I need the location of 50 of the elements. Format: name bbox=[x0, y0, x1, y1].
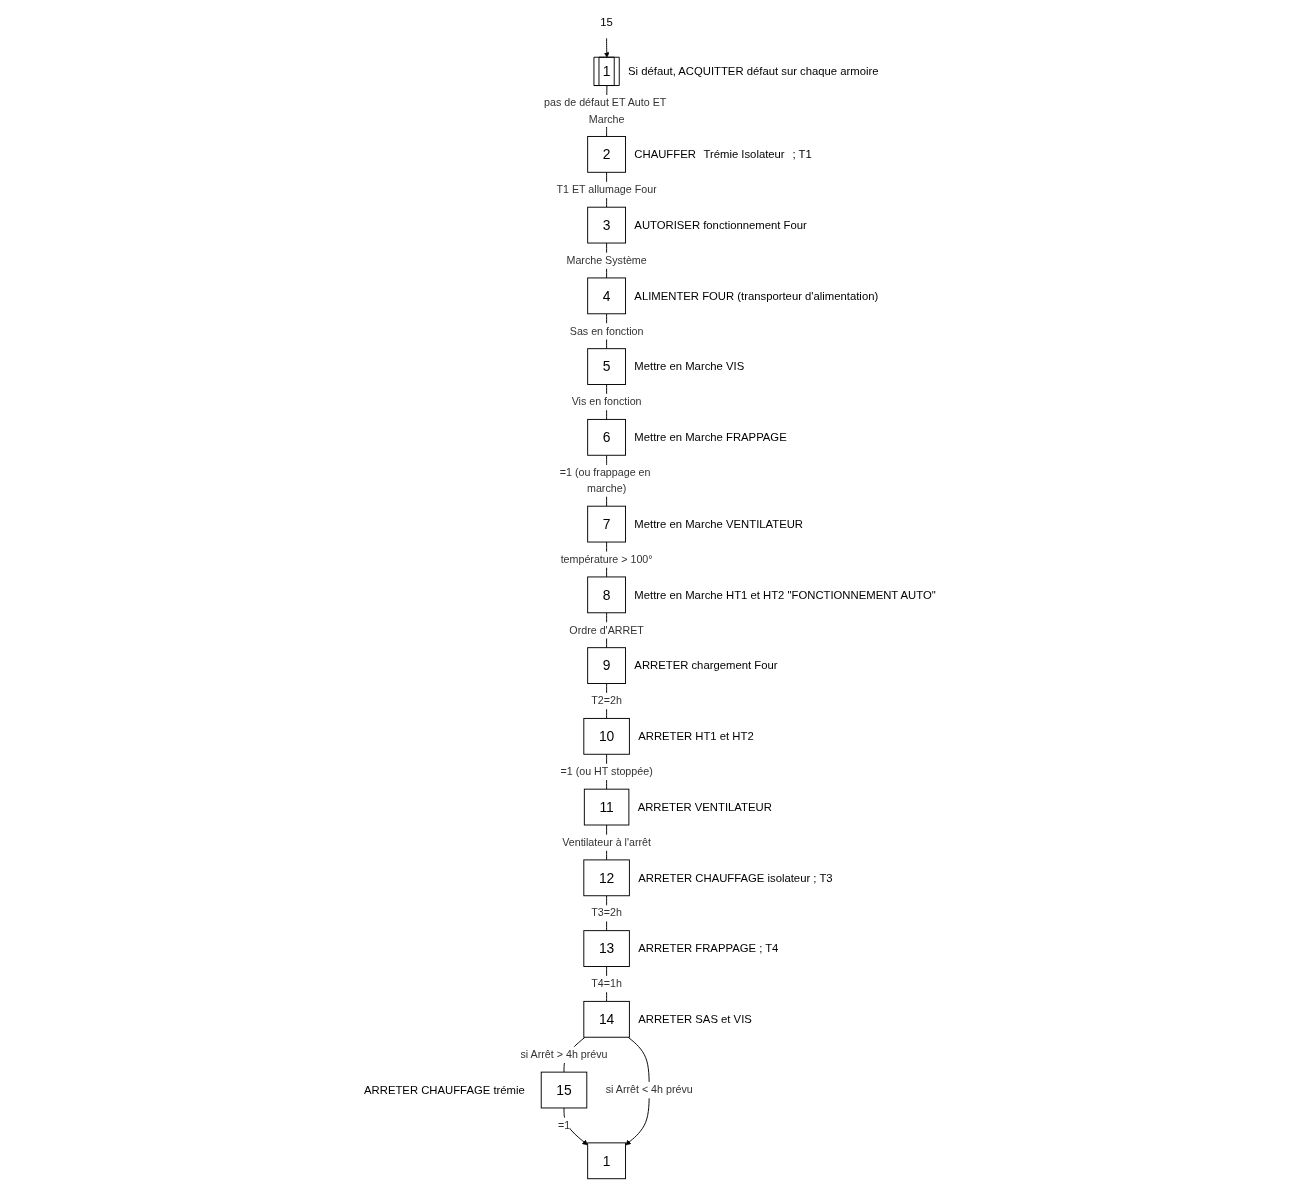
action-text: ARRETER chargement Four bbox=[634, 659, 778, 672]
edge-label: T4=1h bbox=[591, 977, 622, 990]
edge-label: =1 (ou frappage en marche) bbox=[559, 466, 651, 495]
edge-label: T2=2h bbox=[591, 694, 622, 707]
edge-label: =1 (ou HT stoppée) bbox=[560, 765, 653, 778]
action-text: ARRETER CHAUFFAGE isolateur ; T3 bbox=[638, 871, 833, 884]
step-box: 12 bbox=[583, 859, 630, 897]
edge-label: pas de défaut ET Auto ET Marche bbox=[544, 96, 667, 125]
step-box: 10 bbox=[583, 717, 630, 755]
action-text: CHAUFFER bbox=[634, 148, 696, 161]
step-box: 7 bbox=[587, 505, 626, 543]
edge-label: Sas en fonction bbox=[569, 325, 644, 338]
step-box: 8 bbox=[587, 576, 626, 614]
action-text: ARRETER VENTILATEUR bbox=[637, 800, 772, 813]
action-text: Mettre en Marche VENTILATEUR bbox=[634, 517, 803, 530]
edge-label: Marche Système bbox=[566, 254, 647, 267]
edge-label: Vis en fonction bbox=[571, 395, 642, 408]
step-box: 3 bbox=[587, 206, 626, 244]
step-reference: 15 bbox=[600, 15, 613, 29]
action-text: ARRETER FRAPPAGE ; T4 bbox=[638, 942, 779, 955]
action-text: ARRETER CHAUFFAGE trémie bbox=[364, 1083, 525, 1096]
action-text: ARRETER HT1 et HT2 bbox=[638, 730, 754, 743]
action-text: Mettre en Marche VIS bbox=[634, 360, 745, 373]
edge-label: si Arrêt > 4h prévu bbox=[520, 1048, 608, 1061]
action-text: AUTORISER fonctionnement Four bbox=[634, 218, 807, 231]
edge-label: =1 bbox=[557, 1119, 571, 1132]
action-text: Mettre en Marche HT1 et HT2 "FONCTIONNEMENT AUTO" bbox=[634, 588, 936, 601]
step-box: 11 bbox=[583, 788, 630, 826]
action-text: Si défaut, ACQUITTER défaut sur chaque armoire bbox=[628, 65, 879, 78]
step-box: 13 bbox=[583, 930, 630, 967]
action-text: ALIMENTER FOUR (transporteur d'alimentation) bbox=[634, 289, 879, 302]
edge-label: T3=2h bbox=[591, 907, 622, 920]
step-box: 1 bbox=[587, 1142, 626, 1180]
step-box: 15 bbox=[540, 1071, 588, 1109]
edge-label: T1 ET allumage Four bbox=[556, 183, 657, 196]
step-box: 6 bbox=[587, 418, 626, 456]
step-box: 1 bbox=[593, 56, 620, 86]
action-text: ARRETER SAS et VIS bbox=[638, 1013, 752, 1026]
action-text: Mettre en Marche FRAPPAGE bbox=[634, 431, 787, 444]
step-box: 5 bbox=[587, 348, 626, 385]
action-text: Trémie Isolateur bbox=[703, 148, 785, 161]
step-box: 4 bbox=[587, 277, 626, 315]
action-text: ; T1 bbox=[792, 148, 812, 161]
edge-label: température > 100° bbox=[560, 553, 653, 566]
step-box: 14 bbox=[583, 1000, 630, 1038]
step-box: 2 bbox=[587, 136, 626, 173]
edge-label: Ordre d'ARRET bbox=[569, 624, 644, 637]
edge-label: si Arrêt < 4h prévu bbox=[605, 1083, 693, 1096]
step-box: 9 bbox=[587, 647, 626, 684]
edge-label: Ventilateur à l'arrêt bbox=[562, 836, 651, 849]
